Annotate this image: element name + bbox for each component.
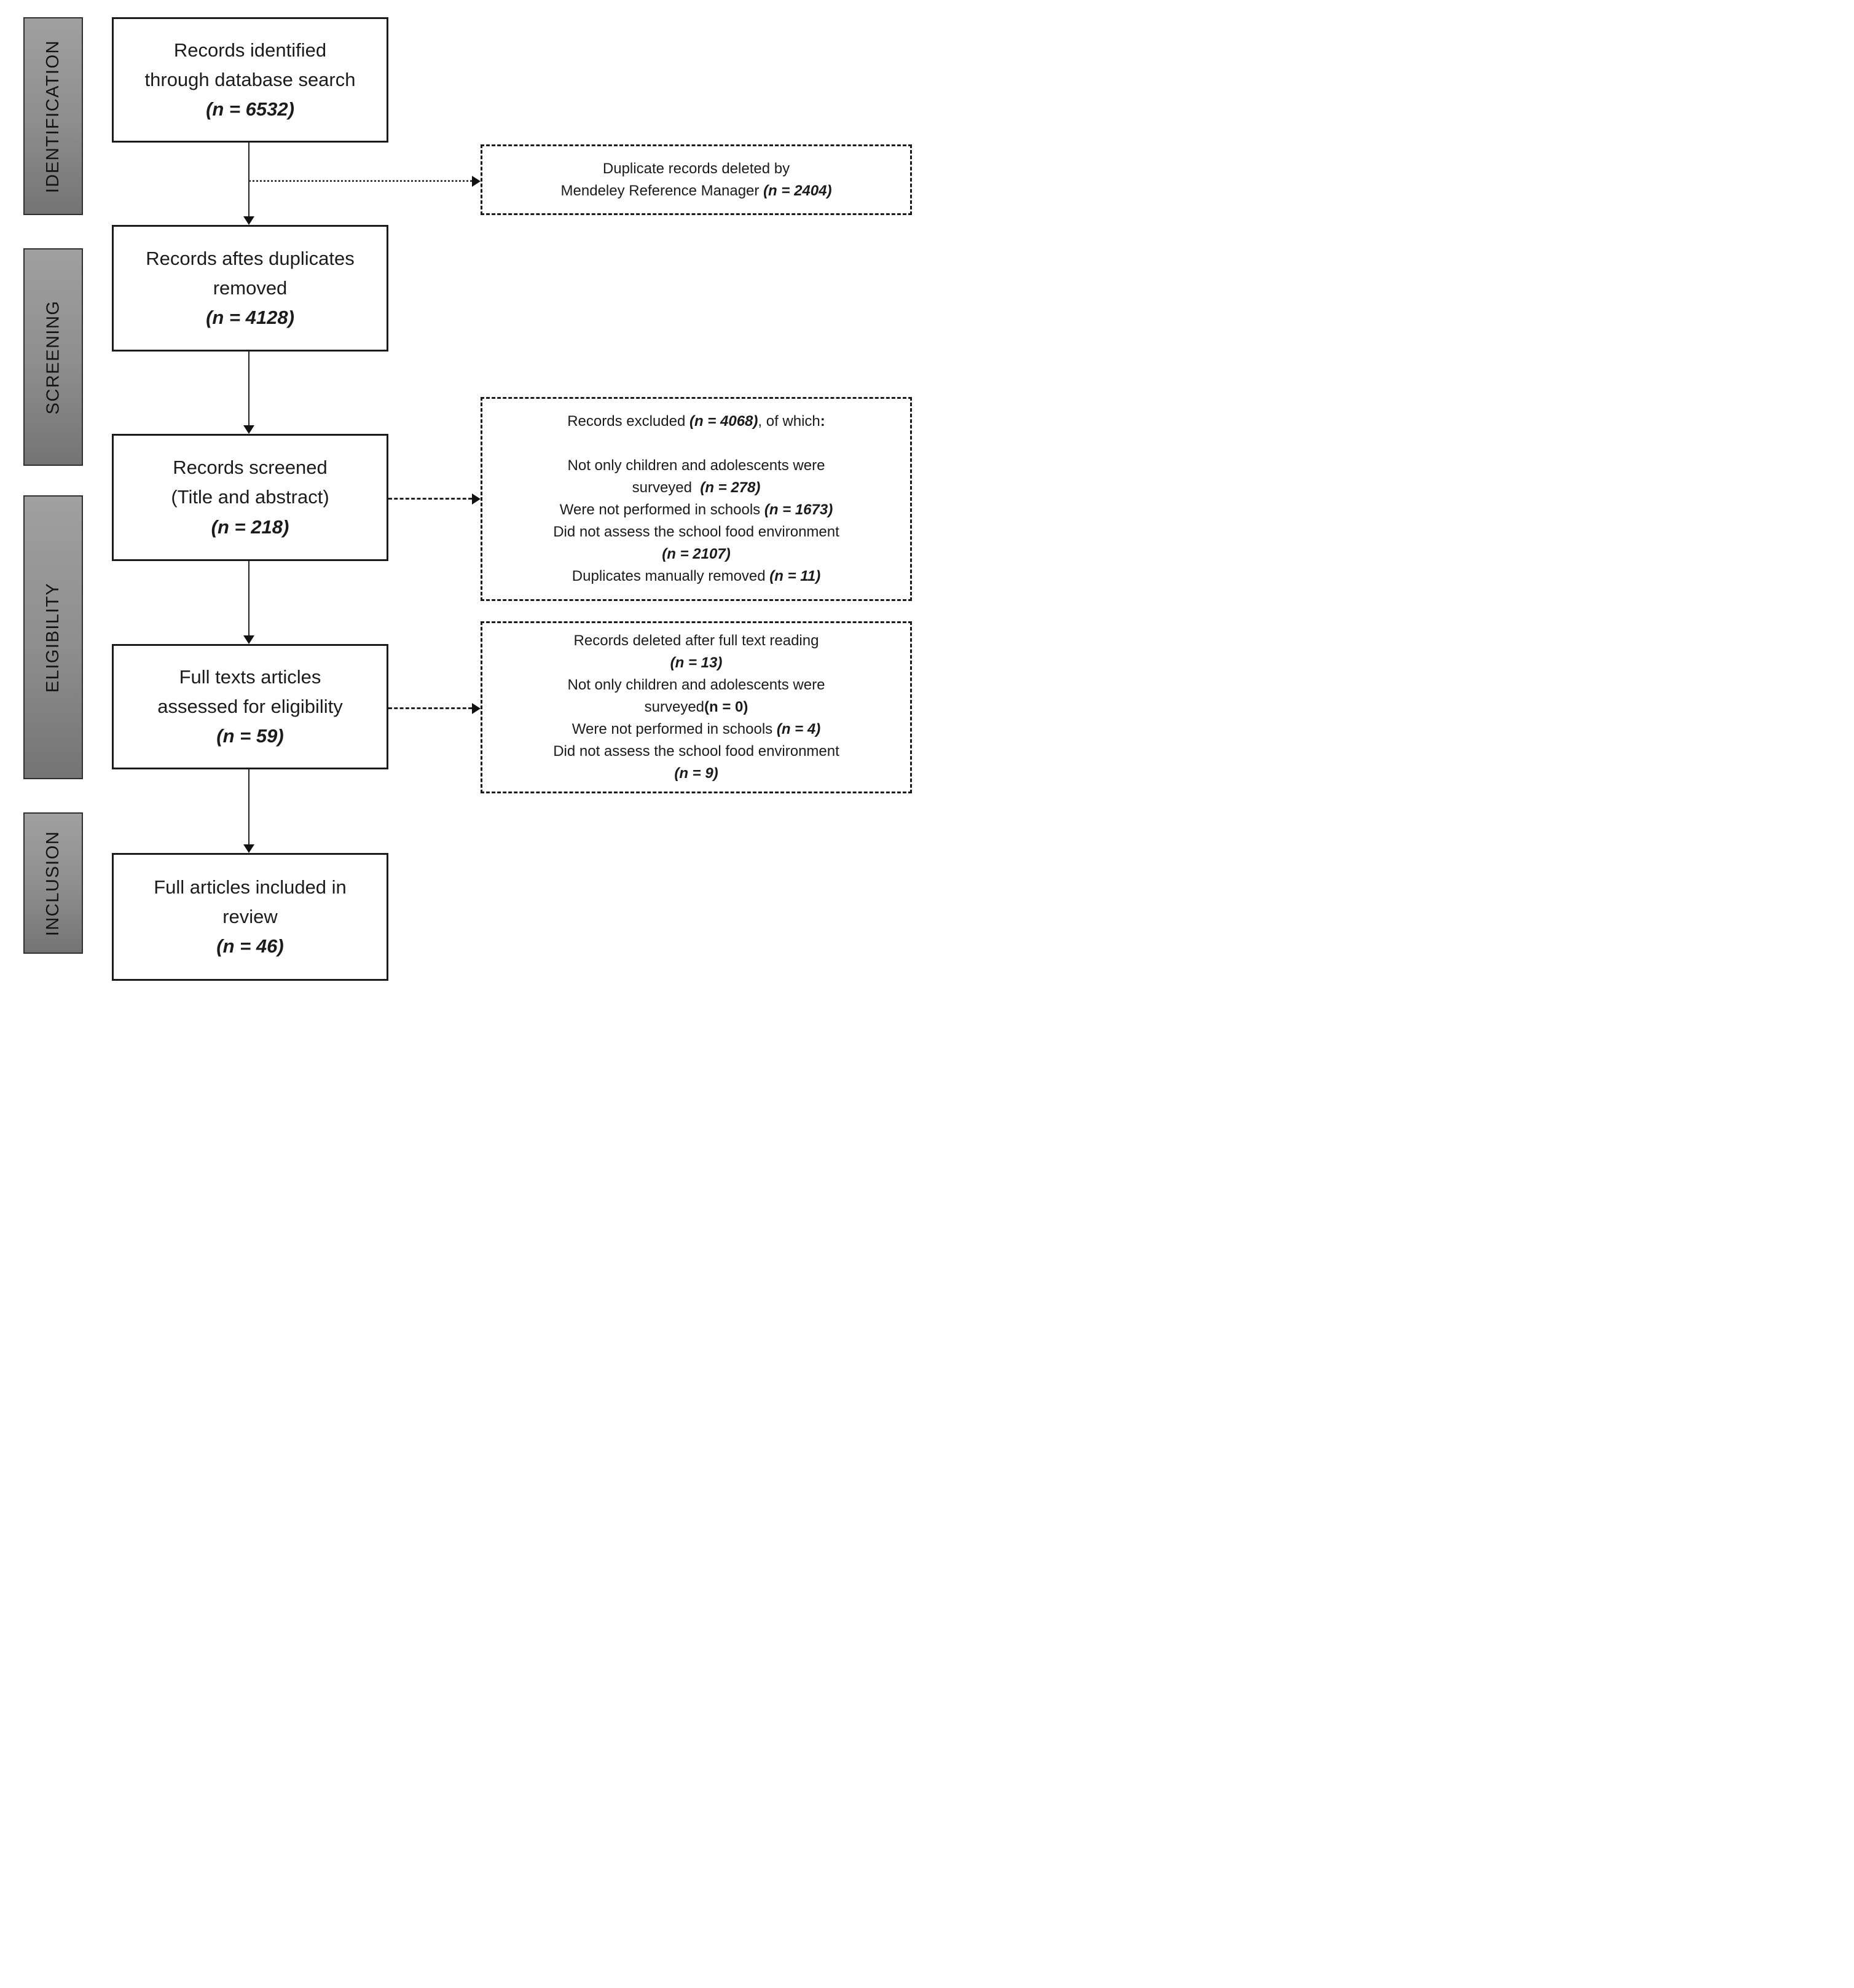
text-line: Records aftes duplicates [146, 247, 355, 269]
flow-box-fulltext-assessed: Full texts articles assessed for eligibil… [112, 644, 388, 769]
stage-bar-screening: SCREENING [23, 248, 83, 466]
flow-box-articles-included: Full articles included in review (n = 46) [112, 853, 388, 981]
text-line: Full articles included in [154, 876, 347, 898]
text-line: review [222, 905, 278, 927]
text-line: Not only children and adolescents were [567, 677, 825, 693]
text-line: surveyed (n = 278) [632, 479, 761, 496]
arrow-fulltext-to-included-line [248, 769, 249, 844]
text-line [482, 433, 910, 455]
text-line: through database search [144, 68, 356, 90]
arrow-to-fulltext-excluded-box-line [388, 707, 472, 709]
text-line: (n = 2107) [662, 546, 731, 562]
stage-label-screening: SCREENING [43, 300, 63, 414]
text-line: Mendeley Reference Manager (n = 2404) [560, 182, 832, 199]
text-line: Were not performed in schools (n = 4) [572, 721, 821, 737]
flow-box-records-after-duplicates: Records aftes duplicates removed (n = 4128… [112, 225, 388, 352]
text-line: Records excluded (n = 4068), of which: [567, 413, 825, 430]
arrow-identified-to-deduplicated-line [248, 143, 249, 216]
side-box-records-excluded: Records excluded (n = 4068), of which: N… [481, 397, 912, 601]
text-line: Duplicate records deleted by [602, 160, 790, 177]
text-line: (Title and abstract) [171, 486, 329, 508]
text-line: Records screened [173, 457, 328, 479]
text-line: (n = 6532) [206, 98, 294, 120]
arrowhead-down-icon [243, 216, 254, 225]
text-line: (n = 9) [674, 765, 718, 782]
text-line: Records deleted after full text reading [573, 632, 819, 649]
text-line: Were not performed in schools (n = 1673) [559, 501, 833, 518]
stage-bar-identification: IDENTIFICATION [23, 17, 83, 215]
arrowhead-down-icon [243, 425, 254, 434]
text-line: Did not assess the school food environme… [553, 743, 839, 760]
stage-label-inclusion: INCLUSION [43, 830, 63, 936]
stage-label-eligibility: ELIGIBILITY [43, 582, 63, 693]
text-line: assessed for eligibility [157, 695, 343, 717]
arrow-screened-to-fulltext-line [248, 561, 249, 635]
arrowhead-down-icon [243, 635, 254, 644]
text-line: (n = 46) [216, 935, 284, 957]
text-line: Not only children and adolescents were [567, 457, 825, 474]
arrowhead-right-icon [472, 176, 481, 187]
text-line: (n = 4128) [206, 307, 294, 329]
stage-bar-inclusion: INCLUSION [23, 812, 83, 954]
text-line: Records identified [173, 39, 327, 61]
arrowhead-right-icon [472, 493, 481, 505]
text-line: removed [213, 277, 288, 299]
stage-bar-eligibility: ELIGIBILITY [23, 495, 83, 779]
text-line: surveyed(n = 0) [644, 699, 748, 715]
prisma-flow-diagram: IDENTIFICATION SCREENING ELIGIBILITY INC… [0, 0, 927, 994]
arrow-deduplicated-to-screened-line [248, 352, 249, 425]
arrowhead-down-icon [243, 844, 254, 853]
flow-box-records-identified: Records identified through database searc… [112, 17, 388, 143]
text-line: Did not assess the school food environme… [553, 524, 839, 540]
text-line: (n = 59) [216, 725, 284, 747]
text-line: Duplicates manually removed (n = 11) [572, 568, 821, 584]
arrow-to-records-excluded-box-line [388, 498, 472, 500]
stage-label-identification: IDENTIFICATION [43, 39, 63, 193]
side-box-duplicates-removed: Duplicate records deleted by Mendeley Ref… [481, 144, 912, 215]
text-line: (n = 13) [670, 654, 723, 671]
text-line: (n = 218) [211, 516, 289, 538]
side-box-fulltext-excluded: Records deleted after full text reading (… [481, 621, 912, 793]
arrowhead-right-icon [472, 703, 481, 714]
text-line: Full texts articles [179, 666, 321, 688]
flow-box-records-screened: Records screened (Title and abstract) (n =… [112, 434, 388, 561]
arrow-to-duplicates-box-line [249, 180, 472, 182]
